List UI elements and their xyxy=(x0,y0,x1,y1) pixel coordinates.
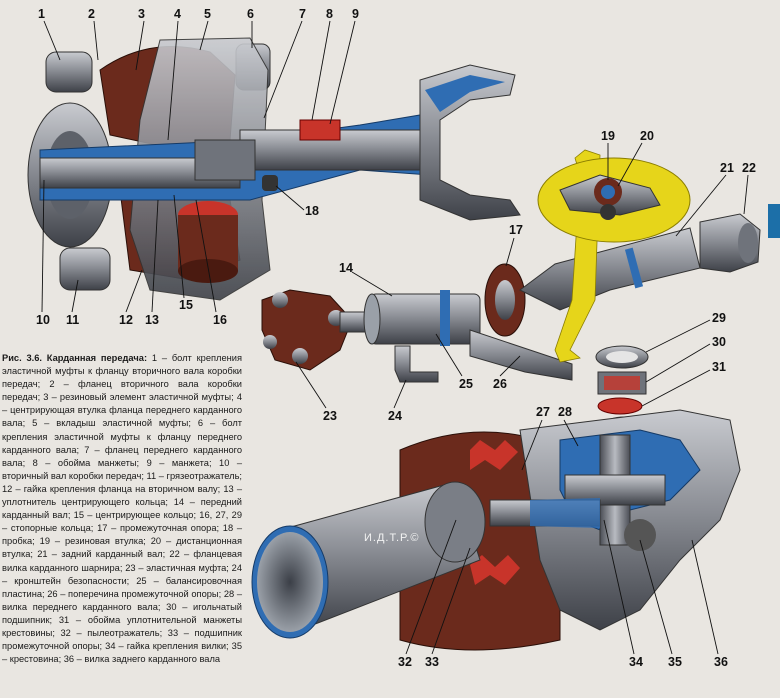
callout-11: 11 xyxy=(66,313,79,327)
callout-30: 30 xyxy=(712,335,726,349)
callout-22: 22 xyxy=(742,161,756,175)
page-edge-tab xyxy=(768,204,780,238)
callout-5: 5 xyxy=(204,7,211,21)
callout-7: 7 xyxy=(299,7,306,21)
callout-2: 2 xyxy=(88,7,95,21)
callout-12: 12 xyxy=(119,313,133,327)
figure-caption: Рис. 3.6. Карданная передача: 1 – болт к… xyxy=(2,352,242,666)
callout-27: 27 xyxy=(536,405,550,419)
universal-joint-section xyxy=(251,345,741,651)
propeller-shafts-assembly xyxy=(261,213,761,383)
elastic-coupling-assembly xyxy=(27,37,521,301)
intermediate-support-detail xyxy=(537,149,691,363)
callout-8: 8 xyxy=(326,7,333,21)
callout-25: 25 xyxy=(459,377,473,391)
callout-9: 9 xyxy=(352,7,359,21)
callout-24: 24 xyxy=(388,409,402,423)
callout-14: 14 xyxy=(339,261,353,275)
callout-17: 17 xyxy=(509,223,523,237)
callout-36: 36 xyxy=(714,655,728,669)
callout-13: 13 xyxy=(145,313,159,327)
callout-16: 16 xyxy=(213,313,227,327)
callout-33: 33 xyxy=(425,655,439,669)
callout-28: 28 xyxy=(558,405,572,419)
watermark: И.Д.Т.Р.© xyxy=(364,532,420,544)
callout-31: 31 xyxy=(712,360,726,374)
callout-21: 21 xyxy=(720,161,734,175)
callout-labels: 1 2 3 4 5 6 7 8 9 18 10 11 12 13 15 16 1… xyxy=(36,7,756,669)
callout-1: 1 xyxy=(38,7,45,21)
callout-34: 34 xyxy=(629,655,643,669)
callout-18: 18 xyxy=(305,204,319,218)
callout-20: 20 xyxy=(640,129,654,143)
caption-text: 1 – болт крепления эластичной муфты к фл… xyxy=(2,353,242,665)
callout-3: 3 xyxy=(138,7,145,21)
callout-10: 10 xyxy=(36,313,50,327)
caption-label: Рис. 3.6. Карданная передача: xyxy=(2,353,148,363)
callout-6: 6 xyxy=(247,7,254,21)
callout-35: 35 xyxy=(668,655,682,669)
callout-15: 15 xyxy=(179,298,193,312)
callout-29: 29 xyxy=(712,311,726,325)
callout-4: 4 xyxy=(174,7,181,21)
callout-26: 26 xyxy=(493,377,507,391)
callout-32: 32 xyxy=(398,655,412,669)
callout-19: 19 xyxy=(601,129,615,143)
callout-23: 23 xyxy=(323,409,337,423)
